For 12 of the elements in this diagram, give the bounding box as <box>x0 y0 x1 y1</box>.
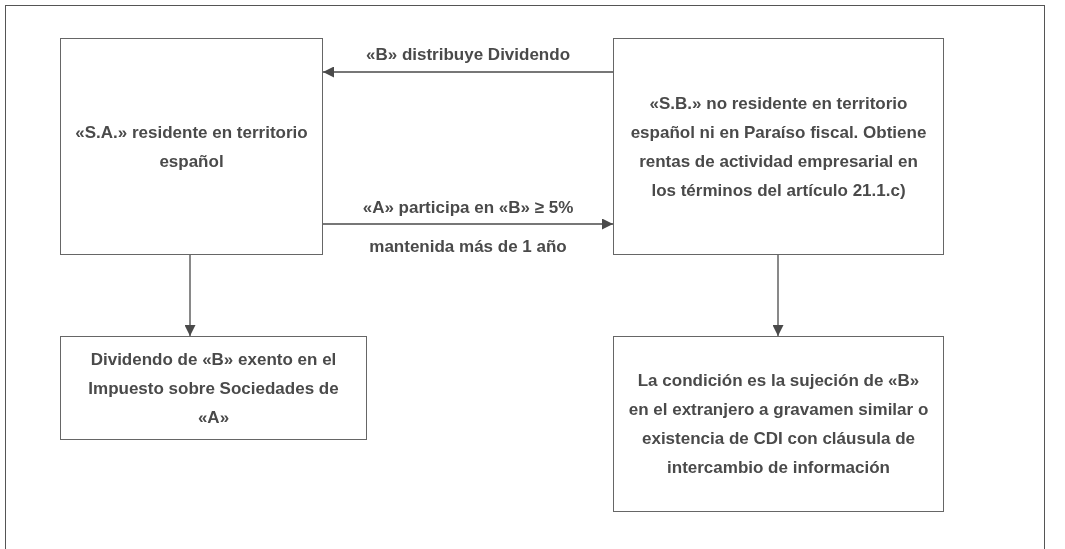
arrow <box>184 254 196 337</box>
arrow <box>322 66 614 78</box>
box-text: Dividendo de «B» exento en el Impuesto sobre Sociedades de «A» <box>87 348 340 429</box>
box-text: «S.A.» residente en territorio español <box>74 121 309 173</box>
arrow <box>322 218 614 230</box>
process-box <box>613 38 944 255</box>
process-box <box>60 336 367 440</box>
process-box <box>613 336 944 512</box>
box-text: La condición es la sujeción de «B» en el extranjero a gravamen similar o existencia de CDI con cláusula de intercambio de información <box>627 370 930 479</box>
process-box <box>60 38 323 255</box>
arrow <box>772 254 784 337</box>
box-text: «S.B.» no residente en territorio español ni en Paraíso fiscal. Obtiene rentas de actividad empresarial en los términos del artículo 21.1.c) <box>629 92 928 202</box>
